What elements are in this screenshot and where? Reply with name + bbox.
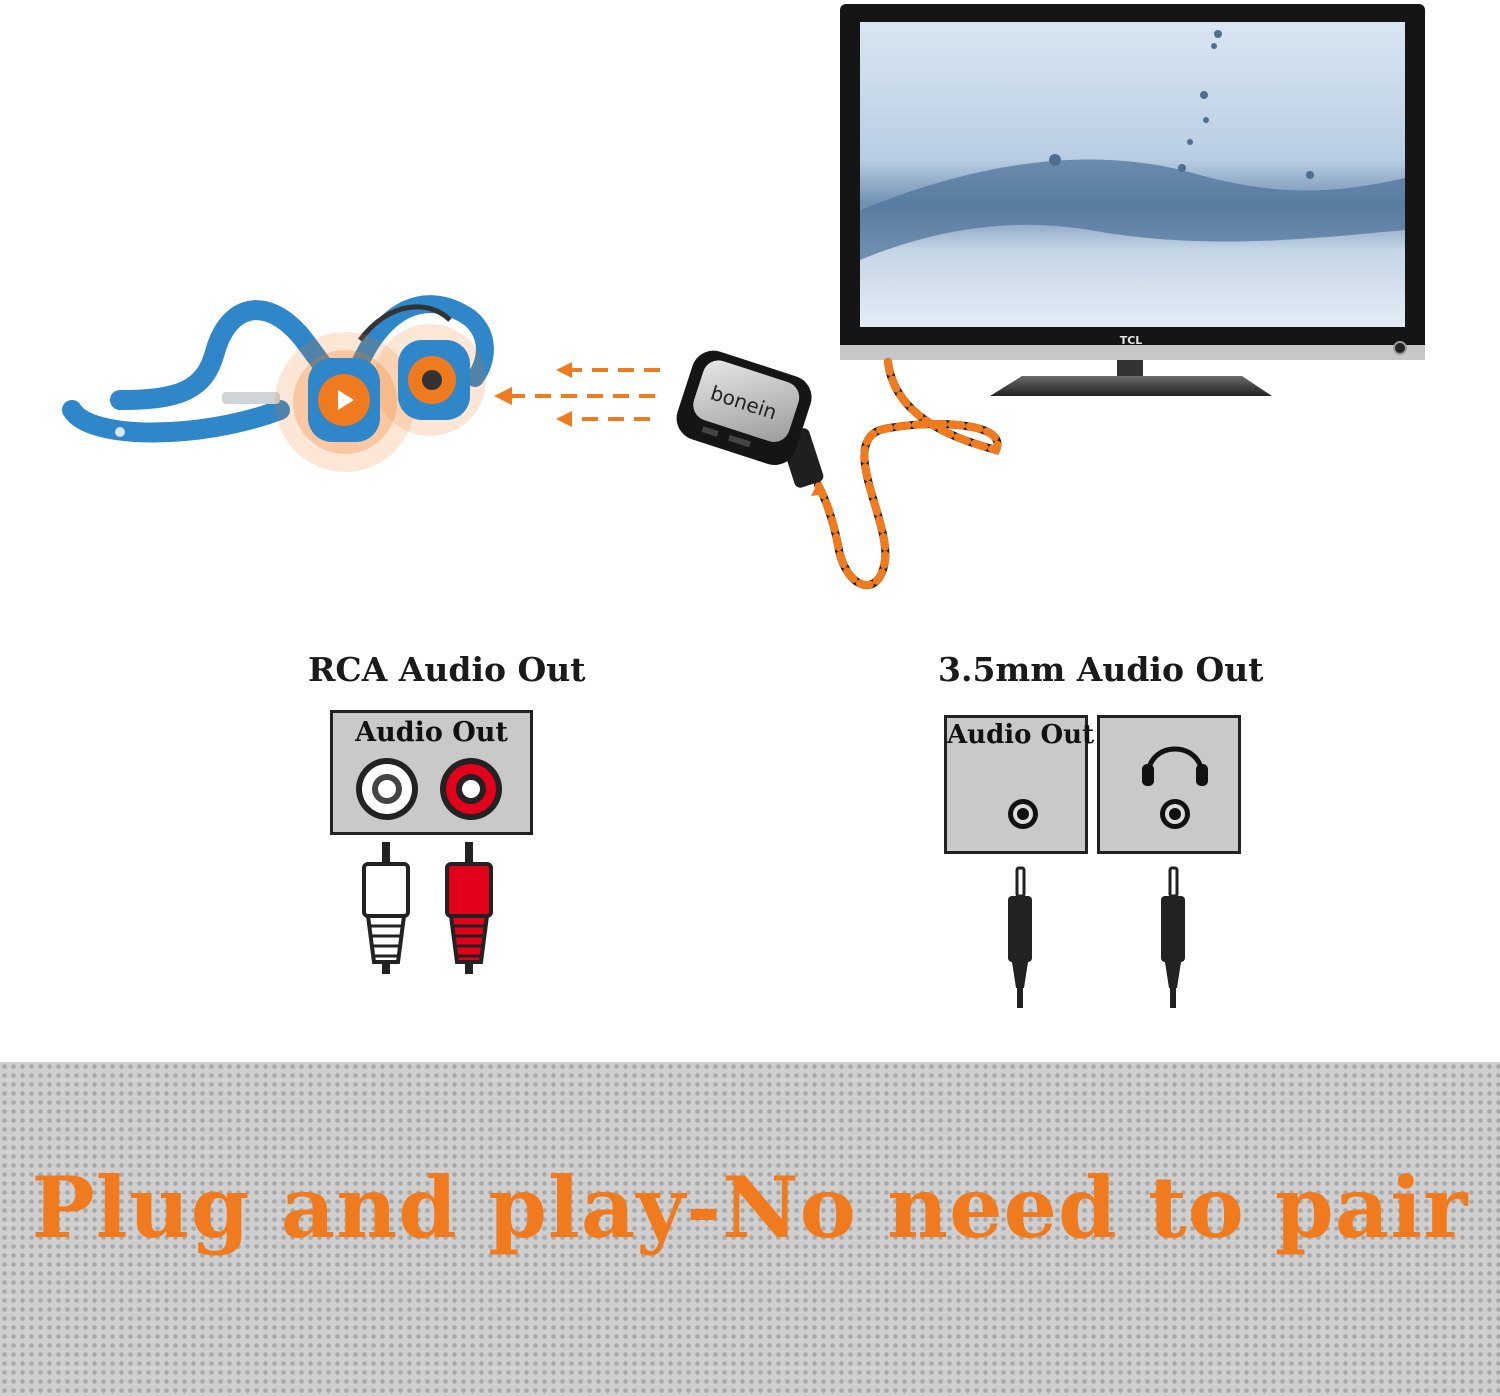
tv: TCL (840, 4, 1425, 396)
arrow-head-icon (556, 411, 572, 427)
headphone-icon (1142, 746, 1208, 786)
audio-cable (814, 358, 1002, 590)
banner (0, 1062, 1500, 1396)
arrow-head-icon (556, 362, 572, 378)
headphone-jack (1142, 746, 1208, 829)
headset-wire (358, 304, 452, 342)
headset-connector (222, 392, 280, 404)
mini-plug-right (1161, 866, 1185, 1008)
rca-heading: RCA Audio Out (308, 650, 586, 689)
rca-jacks (356, 758, 502, 820)
headset-neck-loop (62, 400, 290, 443)
rca-white-plug (362, 842, 410, 974)
headset-logo-icon (115, 427, 125, 437)
headset-band-rear (341, 295, 494, 397)
headset-rear-center (422, 370, 442, 390)
play-icon (338, 390, 354, 410)
mini-panel-label: Audio Out (947, 720, 1095, 750)
rca-plugs (362, 842, 493, 974)
connection-illustration: TCL bonein (62, 4, 1425, 590)
rca-red-jack (440, 758, 502, 820)
arrow-head-icon (494, 387, 512, 405)
signal-arrows (508, 368, 660, 421)
mini-plugs (1008, 866, 1185, 1008)
tv-bottom-strip (840, 345, 1425, 360)
tv-brand-label: TCL (1120, 334, 1143, 347)
banner-text: Plug and play-No need to pair (31, 1158, 1469, 1257)
tv-droplets (1049, 30, 1314, 179)
tv-wave (860, 159, 1405, 260)
rca-red-plug (445, 842, 493, 974)
cable-arrow-icon (811, 482, 826, 496)
headphone-out-panel (1097, 715, 1241, 854)
transmitter: bonein (676, 350, 824, 488)
transmitter-port (701, 426, 719, 437)
tv-power-button (1393, 341, 1407, 355)
mini-plug-left (1008, 866, 1032, 1008)
mini-jack-heading: 3.5mm Audio Out (938, 650, 1264, 689)
transmitter-port (728, 434, 751, 448)
rca-white-jack (356, 758, 418, 820)
rca-panel: Audio Out (330, 710, 533, 835)
mini-audio-jack (1008, 799, 1038, 829)
tv-stand-base (990, 376, 1272, 396)
transmitter-top-plate (693, 360, 800, 442)
rca-panel-label: Audio Out (355, 717, 508, 748)
mini-audio-out-panel: Audio Out (944, 715, 1095, 854)
headset (62, 295, 494, 472)
